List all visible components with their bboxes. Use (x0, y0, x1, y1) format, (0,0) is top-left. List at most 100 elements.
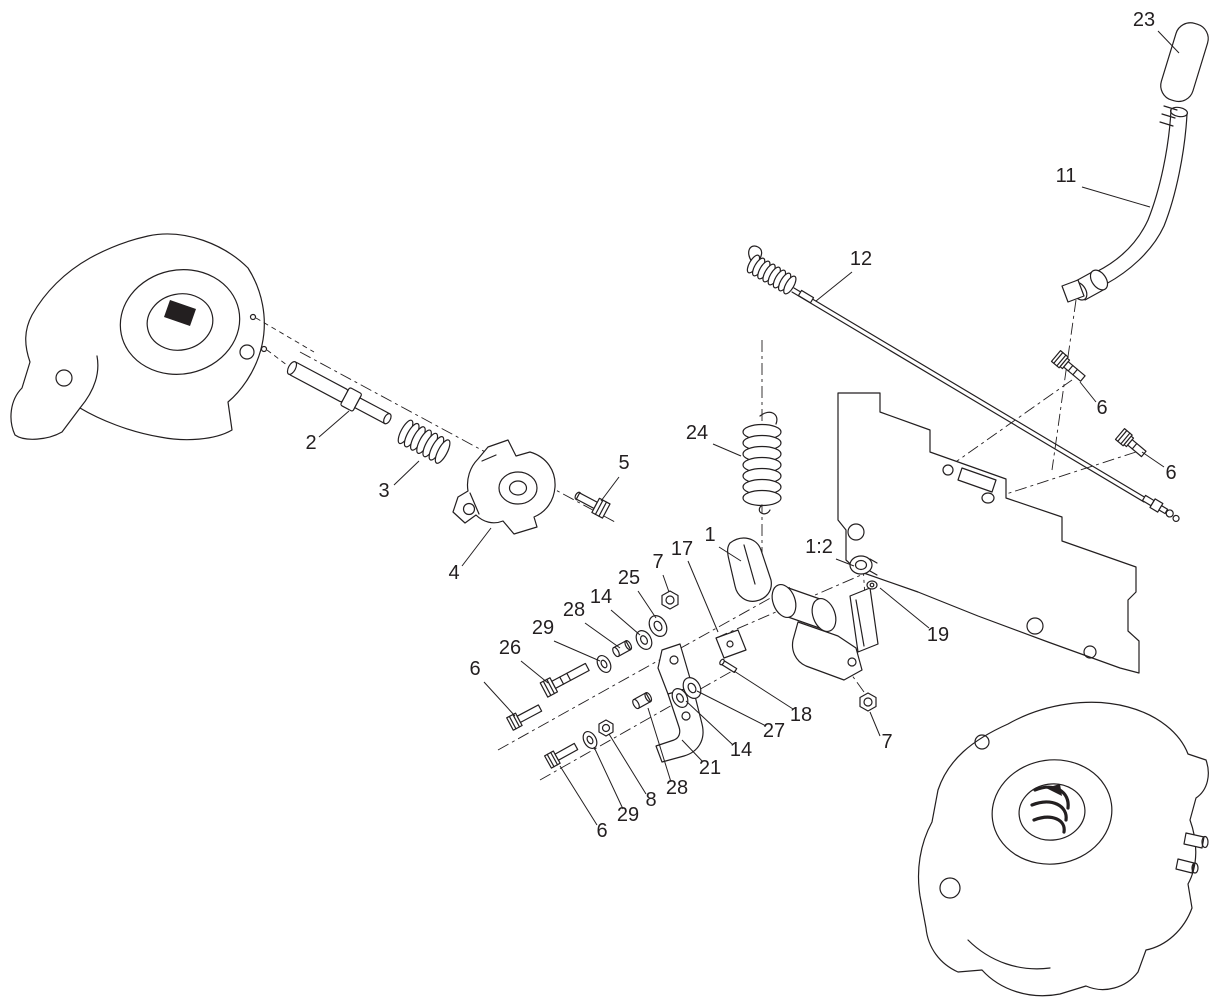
callout-label-18: 18 (790, 704, 812, 726)
callout-leader-7 (869, 711, 881, 737)
callout-label-6: 6 (1096, 397, 1107, 419)
callout-leader-6 (559, 765, 598, 826)
callout-label-5: 5 (618, 452, 629, 474)
part-8-nut (598, 719, 614, 737)
part-7-nut-cluster (661, 590, 679, 610)
part-17-clevis (715, 629, 747, 659)
part-25-washer (648, 615, 668, 637)
callout-leader-7 (662, 574, 670, 593)
part-7-nut-right (859, 692, 877, 712)
callout-leader-2 (318, 410, 350, 438)
callout-label-6: 6 (469, 658, 480, 680)
callout-label-14: 14 (730, 739, 752, 761)
callout-label-2: 2 (305, 432, 316, 454)
part-24-spring (742, 411, 782, 515)
mounting-plate (837, 392, 1140, 674)
callout-leader-26 (520, 660, 549, 684)
callout-label-7: 7 (881, 731, 892, 753)
part-26-bolt (539, 662, 590, 698)
part-6-bolt-cluster-b (544, 742, 579, 769)
right-brake-housing (917, 701, 1209, 997)
callout-label-3: 3 (378, 480, 389, 502)
callout-label-25: 25 (618, 567, 640, 589)
part-11-lever (1061, 105, 1189, 303)
callout-leader-8 (608, 733, 647, 795)
part-6-bolt-right (1114, 428, 1147, 458)
part-12-cable-assembly (746, 245, 1180, 523)
callout-leader-28 (584, 622, 621, 649)
left-brake-housing (10, 233, 268, 441)
callout-label-8: 8 (645, 789, 656, 811)
part-6-bolt-cluster-a (506, 704, 543, 731)
part-1-2-bushing (849, 555, 878, 576)
part-6-bolt-upper (1050, 350, 1086, 382)
callout-leader-14 (685, 700, 734, 746)
callouts: 2311126624235411:21917725142829266182714… (305, 9, 1180, 842)
callout-leader-18 (733, 670, 794, 710)
part-14-washer-lower (671, 688, 689, 708)
part-29-washer-lower (582, 731, 598, 749)
callout-leader-19 (879, 587, 930, 629)
callout-label-17: 17 (671, 538, 693, 560)
callout-leader-6 (483, 681, 516, 717)
part-28-spacer-upper (612, 640, 633, 658)
callout-leader-3 (393, 460, 420, 486)
callout-label-7: 7 (652, 551, 663, 573)
part-19-washer (866, 580, 878, 590)
part-2-rod (286, 361, 392, 425)
callout-label-28: 28 (666, 777, 688, 799)
callout-label-14: 14 (590, 586, 612, 608)
callout-label-21: 21 (699, 757, 721, 779)
callout-leader-12 (815, 271, 853, 302)
housing-boss-1 (1183, 832, 1205, 849)
part-1-bracket (727, 537, 879, 681)
housing-key-detail (164, 300, 196, 326)
callout-label-26: 26 (499, 637, 521, 659)
center-lines (255, 299, 1137, 781)
callout-leader-23 (1157, 30, 1180, 54)
part-27-washer (682, 677, 702, 699)
callout-leader-27 (696, 690, 767, 727)
callout-label-27: 27 (763, 720, 785, 742)
part-28-spacer-lower (632, 692, 653, 710)
part-29-washer-upper (596, 655, 612, 673)
callout-leader-24 (712, 443, 742, 457)
callout-leader-17 (687, 560, 719, 633)
callout-label-1:2: 1:2 (805, 536, 833, 558)
callout-leader-29 (553, 640, 601, 662)
callout-leader-25 (637, 590, 657, 619)
callout-label-29: 29 (532, 617, 554, 639)
callout-leader-1 (718, 546, 742, 562)
part-4-bracket (452, 439, 556, 535)
callout-leader-4 (461, 527, 492, 567)
part-14-washer-upper (635, 630, 653, 650)
callout-label-6: 6 (596, 820, 607, 842)
callout-label-1: 1 (704, 524, 715, 546)
callout-leader-14 (610, 609, 641, 636)
lever-end-tab (1061, 279, 1085, 303)
callout-leader-11 (1081, 186, 1151, 208)
callout-label-23: 23 (1133, 9, 1155, 31)
callout-leader-6 (1141, 451, 1165, 468)
callout-label-12: 12 (850, 248, 872, 270)
callout-leader-21 (681, 739, 704, 763)
callout-label-28: 28 (563, 599, 585, 621)
housing-boss-2 (1175, 858, 1195, 874)
callout-label-24: 24 (686, 422, 708, 444)
callout-leader-28 (647, 707, 672, 783)
callout-label-29: 29 (617, 804, 639, 826)
callout-label-11: 11 (1056, 165, 1077, 187)
cable-end-fitting (1141, 494, 1180, 523)
lever-pivot-tube (1089, 269, 1109, 291)
callout-leader-1:2 (835, 558, 855, 567)
callout-label-6: 6 (1165, 462, 1176, 484)
callout-leader-6 (1079, 381, 1097, 403)
callout-leader-5 (600, 476, 620, 502)
part-3-spring (397, 419, 451, 464)
part-18-pin (719, 658, 738, 674)
callout-leader-29 (593, 746, 624, 810)
callout-label-4: 4 (448, 562, 459, 584)
part-23-grip (1160, 22, 1209, 103)
